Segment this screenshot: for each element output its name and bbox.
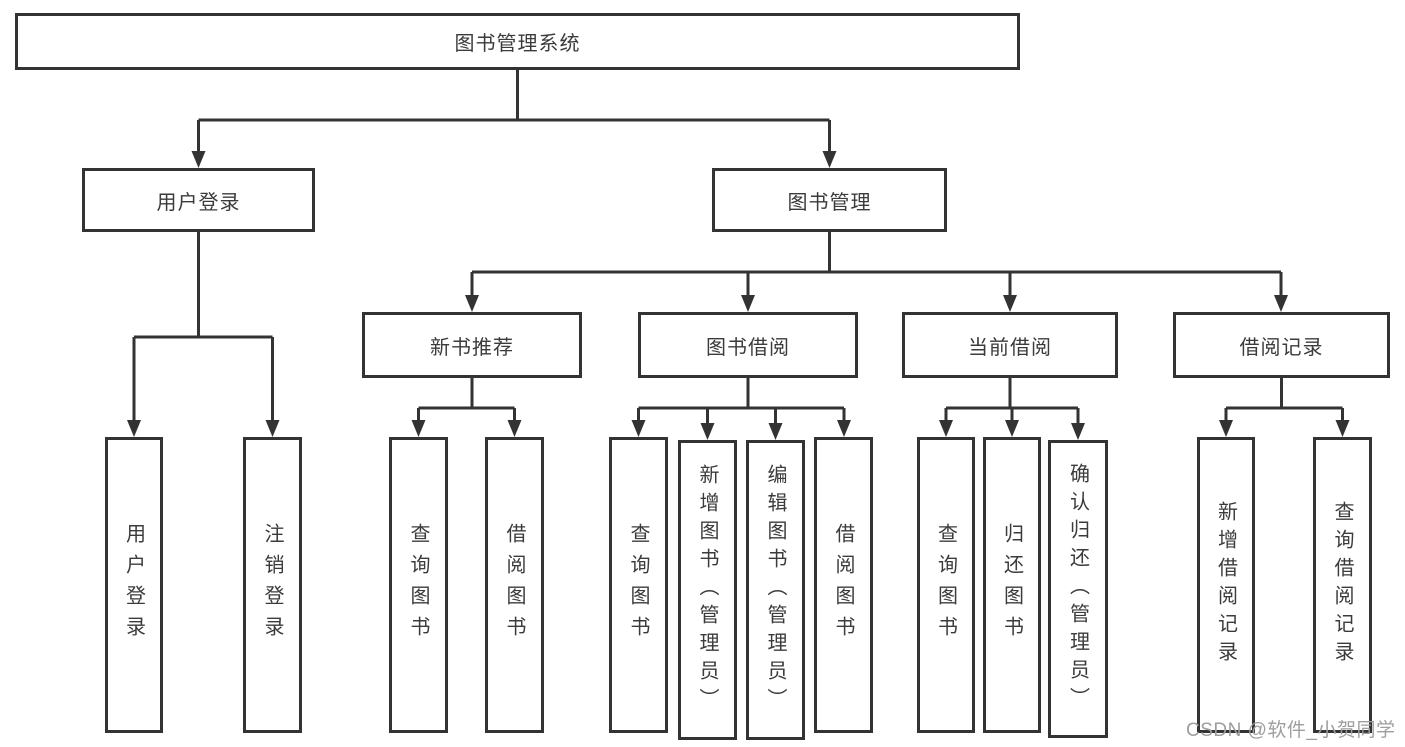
- node-logout: 注销登录: [243, 437, 302, 733]
- watermark: CSDN @软件_小贺同学: [1186, 720, 1396, 741]
- arrowheads: [127, 151, 1350, 440]
- node-user-login: 用户登录: [82, 168, 315, 232]
- node-user-login-leaf: 用户登录: [105, 437, 163, 733]
- node-add-books-admin: 新增图书（管理员）: [678, 440, 737, 740]
- node-current-borrowing: 当前借阅: [902, 312, 1118, 378]
- node-book-management: 图书管理: [712, 168, 947, 232]
- node-query-borrow-record: 查询借阅记录: [1313, 437, 1372, 733]
- node-query-books-current: 查询图书: [917, 437, 975, 733]
- node-new-book-recommend: 新书推荐: [362, 312, 582, 378]
- node-return-books: 归还图书: [983, 437, 1041, 733]
- node-add-borrow-record: 新增借阅记录: [1197, 437, 1255, 733]
- node-query-books-recommend: 查询图书: [389, 437, 448, 733]
- node-query-books-borrowing: 查询图书: [609, 437, 668, 733]
- node-confirm-return-admin: 确认归还（管理员）: [1048, 440, 1108, 738]
- node-edit-books-admin: 编辑图书（管理员）: [746, 440, 805, 740]
- node-borrow-books: 借阅图书: [814, 437, 873, 733]
- node-borrowing-records: 借阅记录: [1173, 312, 1390, 378]
- node-book-borrowing: 图书借阅: [638, 312, 858, 378]
- node-borrow-books-recommend: 借阅图书: [485, 437, 544, 733]
- node-root: 图书管理系统: [15, 13, 1020, 70]
